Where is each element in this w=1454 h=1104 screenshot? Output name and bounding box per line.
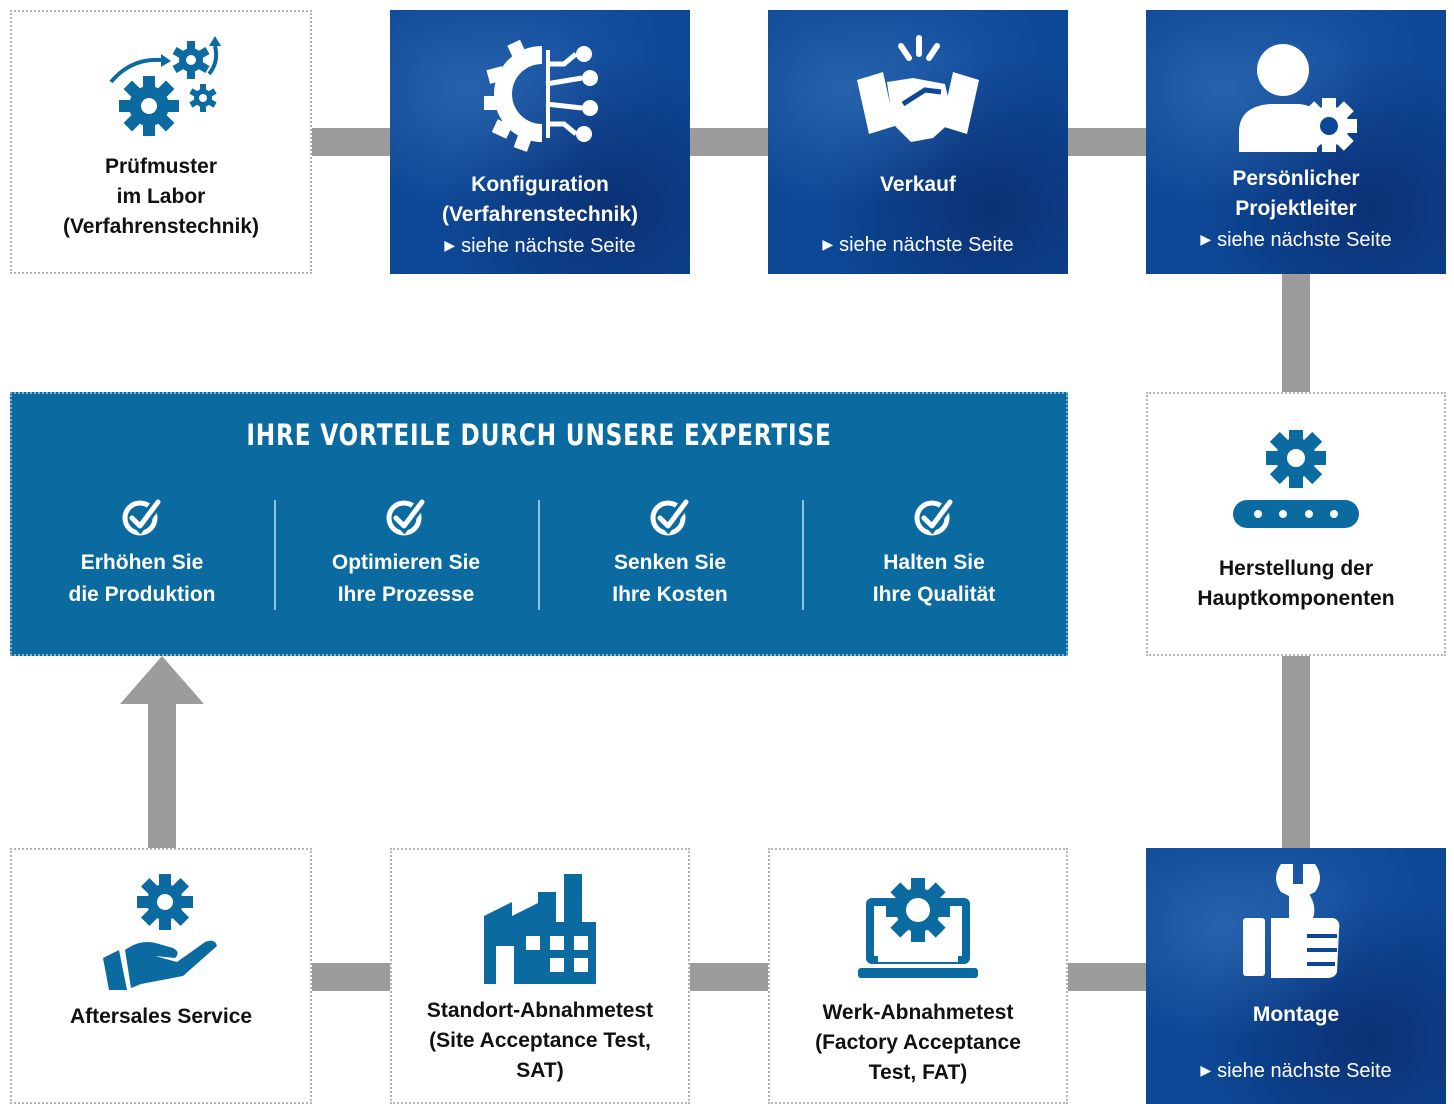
triangle-right-icon: ▶	[444, 237, 456, 253]
gears-cycle-icon	[109, 36, 221, 136]
benefit-text: Erhöhen Sie die Produktion	[68, 551, 216, 606]
handshake-icon	[857, 35, 979, 142]
connector-8-9	[312, 963, 390, 991]
connector-2-3	[690, 128, 768, 156]
next-page-link[interactable]: ▶siehe nächste Seite	[822, 234, 1014, 256]
arrow-up-icon	[120, 656, 204, 704]
hand-gear-icon	[103, 874, 217, 990]
step-title: Prüfmuster im Labor (Verfahrenstechnik)	[62, 155, 260, 238]
triangle-right-icon: ▶	[1200, 1062, 1212, 1078]
step-title: Werk-Abnahmetest (Factory Acceptance Tes…	[815, 1001, 1021, 1084]
triangle-right-icon: ▶	[822, 236, 834, 252]
check-circle-icon	[122, 498, 163, 536]
divider	[802, 500, 804, 610]
check-circle-icon	[914, 498, 955, 536]
conveyor-gear-icon	[1233, 430, 1359, 528]
step-montage[interactable]: Montage ▶siehe nächste Seite	[1146, 848, 1446, 1104]
arrow-shaft	[148, 700, 176, 848]
benefit-text: Senken Sie Ihre Kosten	[612, 551, 728, 606]
check-circle-icon	[386, 498, 427, 536]
connector-4-5	[1282, 274, 1310, 392]
step-standort-abnahmetest: Standort-Abnahmetest (Site Acceptance Te…	[390, 848, 690, 1104]
connector-6-7	[1068, 963, 1146, 991]
banner-heading: IHRE VORTEILE DURCH UNSERE EXPERTISE	[246, 418, 832, 452]
step-title: Konfiguration (Verfahrenstechnik)	[441, 173, 639, 226]
next-page-link[interactable]: ▶siehe nächste Seite	[444, 235, 636, 257]
step-title: Aftersales Service	[69, 1005, 253, 1028]
next-page-link[interactable]: ▶siehe nächste Seite	[1200, 1060, 1392, 1082]
step-title: Herstellung der Hauptkomponenten	[1197, 557, 1395, 610]
next-page-link[interactable]: ▶siehe nächste Seite	[1200, 229, 1392, 251]
benefit-item: Halten Sie Ihre Qualität	[802, 498, 1066, 611]
person-gear-icon	[1239, 44, 1357, 152]
benefit-item: Senken Sie Ihre Kosten	[538, 498, 802, 611]
step-title: Persönlicher Projektleiter	[1232, 167, 1360, 220]
check-circle-icon	[650, 498, 691, 536]
connector-7-8	[690, 963, 768, 991]
connector-5-6	[1282, 656, 1310, 848]
step-title: Verkauf	[880, 173, 956, 196]
step-aftersales: Aftersales Service	[10, 848, 312, 1104]
triangle-right-icon: ▶	[1200, 231, 1212, 247]
benefit-text: Halten Sie Ihre Qualität	[872, 551, 996, 606]
divider	[538, 500, 540, 610]
benefit-text: Optimieren Sie Ihre Prozesse	[331, 551, 481, 606]
benefit-item: Erhöhen Sie die Produktion	[10, 498, 274, 611]
step-konfiguration[interactable]: Konfiguration (Verfahrenstechnik) ▶siehe…	[390, 10, 690, 274]
connector-3-4	[1068, 128, 1146, 156]
divider	[274, 500, 276, 610]
gear-circuit-icon	[484, 39, 598, 152]
step-pruefmuster: Prüfmuster im Labor (Verfahrenstechnik)	[10, 10, 312, 274]
step-verkauf[interactable]: Verkauf ▶siehe nächste Seite	[768, 10, 1068, 274]
connector-1-2	[312, 128, 390, 156]
step-projektleiter[interactable]: Persönlicher Projektleiter ▶siehe nächst…	[1146, 10, 1446, 274]
step-title: Montage	[1252, 1003, 1340, 1026]
benefit-item: Optimieren Sie Ihre Prozesse	[274, 498, 538, 611]
step-herstellung: Herstellung der Hauptkomponenten	[1146, 392, 1446, 656]
laptop-gear-icon	[858, 878, 978, 978]
factory-icon	[484, 874, 596, 984]
step-title: Standort-Abnahmetest (Site Acceptance Te…	[426, 999, 654, 1082]
thumbs-up-wrench-icon	[1243, 864, 1340, 978]
step-werk-abnahmetest: Werk-Abnahmetest (Factory Acceptance Tes…	[768, 848, 1068, 1104]
